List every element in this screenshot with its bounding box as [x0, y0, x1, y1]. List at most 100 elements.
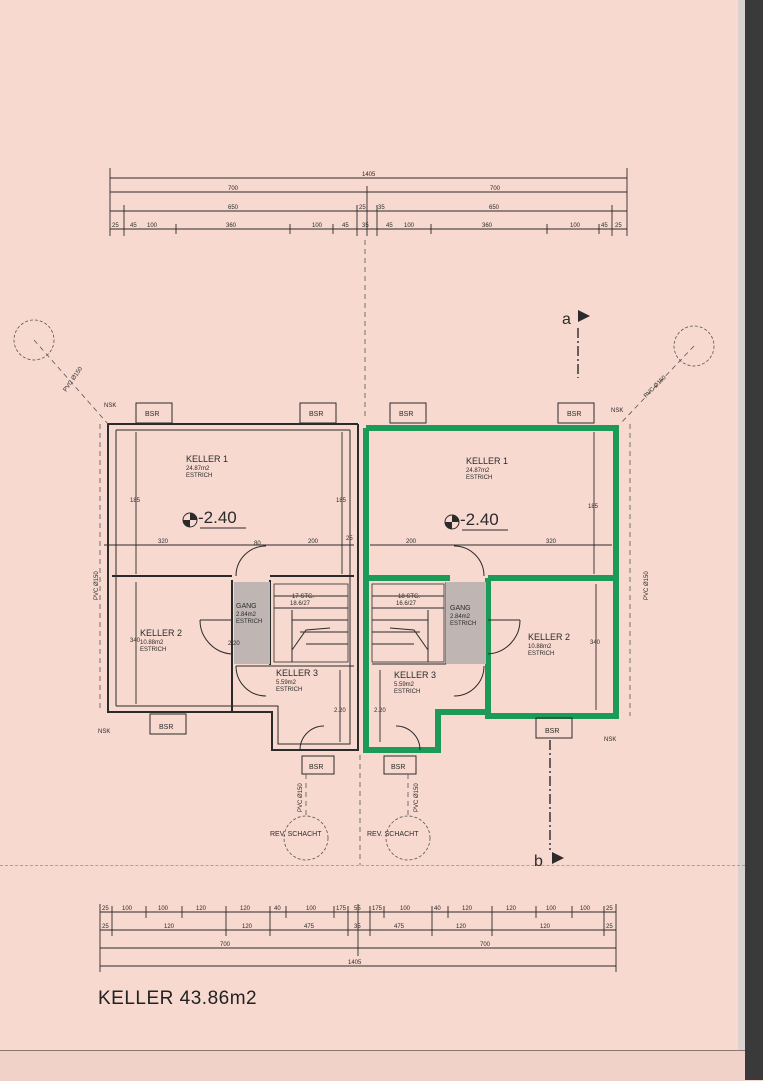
- bdim-r1-16: 25: [606, 906, 613, 912]
- gang-right-name: GANG: [450, 605, 471, 612]
- bdim-r1-1: 100: [122, 906, 133, 912]
- bdim-r1-3: 120: [196, 906, 207, 912]
- section-b-label: b: [534, 853, 543, 870]
- keller3-left-floor: ESTRICH: [276, 687, 302, 693]
- bdim-r2-6: 120: [456, 924, 467, 930]
- dim-h185-right: 185: [588, 504, 599, 510]
- nsk-label-bottom-left: NSK: [98, 729, 110, 735]
- rev-schacht-left: [283, 774, 329, 861]
- sheet-edge-strip: [738, 0, 745, 1080]
- bdim-r1-0: 25: [102, 906, 109, 912]
- section-a-label: a: [562, 311, 571, 328]
- rev-schacht-left-label: REV. SCHACHT: [270, 831, 322, 838]
- room-labels: KELLER 1 24.87m2 ESTRICH KELLER 1 24.87m…: [140, 454, 570, 695]
- dim-w320-left: 320: [158, 539, 169, 545]
- gang-right-fill: [446, 582, 486, 664]
- plan-title: KELLER 43.86m2: [98, 988, 258, 1009]
- bsr-markers: BSR BSR BSR BSR BSR BSR BSR BSR: [135, 402, 595, 775]
- top-dimension-chains: 1405 700 700 650 650 25 35 25 45 100 360…: [109, 168, 628, 236]
- bdim-r2-1: 120: [164, 924, 175, 930]
- bdim-r1-15: 100: [580, 906, 591, 912]
- bdim-r1-9: 175: [372, 906, 383, 912]
- floor-plan: 1405 700 700 650 650 25 35 25 45 100 360…: [13, 168, 715, 972]
- level-label-right: -2.40: [460, 510, 499, 529]
- keller1-right-name: KELLER 1: [466, 456, 508, 466]
- dim-row4-5: 45: [342, 223, 349, 229]
- bdim-r2-2: 120: [242, 924, 253, 930]
- pvc-label-bottom-right: PVC Ø150: [414, 783, 420, 812]
- dim-row4-2: 100: [147, 223, 158, 229]
- sheet-bottom-edge: [0, 1050, 745, 1081]
- bdim-half-right: 700: [480, 942, 491, 948]
- dim-row4-11: 45: [601, 223, 608, 229]
- level-label-left: -2.40: [198, 508, 237, 527]
- bdim-r1-11: 40: [434, 906, 441, 912]
- dim-row4-6: 35: [362, 223, 369, 229]
- nsk-label-top-right: NSK: [611, 408, 623, 414]
- bdim-r2-8: 25: [606, 924, 613, 930]
- stair-right-ratio: 16.6/27: [396, 601, 417, 607]
- dim-h185-mid: 185: [336, 498, 347, 504]
- bsr-label-5: BSR: [159, 724, 173, 731]
- nsk-label-top-left: NSK: [104, 403, 116, 409]
- bdim-r1-13: 120: [506, 906, 517, 912]
- interior-dimensions: 185 185 185 320 200 200 320 340 340 80 2…: [104, 432, 612, 742]
- keller2-right-floor: ESTRICH: [528, 651, 554, 657]
- drainage-left: [13, 319, 109, 712]
- dim-row4-3: 360: [226, 223, 237, 229]
- bsr-label-2: BSR: [309, 411, 323, 418]
- dim-row4-1: 45: [130, 223, 137, 229]
- keller1-right-area: 24.87m2: [466, 468, 490, 474]
- dim-door-b: 2.20: [228, 641, 240, 647]
- bsr-label-3: BSR: [399, 411, 413, 418]
- dim-row4-0: 25: [112, 223, 119, 229]
- bdim-r1-14: 100: [546, 906, 557, 912]
- keller2-right-area: 10.88m2: [528, 644, 552, 650]
- bottom-dimension-chains: 25 100 100 120 120 40 100 175 55 175 100…: [99, 904, 617, 972]
- fold-line: [0, 865, 745, 866]
- bdim-total: 1405: [348, 960, 362, 966]
- dim-half-left-top: 700: [228, 186, 239, 192]
- drainage-right: [619, 325, 715, 716]
- bdim-r2-5: 475: [394, 924, 405, 930]
- keller3-left-name: KELLER 3: [276, 668, 318, 678]
- bdim-r2-0: 25: [102, 924, 109, 930]
- bsr-label-1: BSR: [145, 411, 159, 418]
- keller3-right-area: 5.59m2: [394, 682, 415, 688]
- pvc-label-top-right: PVC Ø150: [643, 374, 668, 399]
- dim-h340-left: 340: [130, 638, 141, 644]
- keller3-right-name: KELLER 3: [394, 670, 436, 680]
- keller3-left-area: 5.59m2: [276, 680, 297, 686]
- bdim-r2-3: 475: [304, 924, 315, 930]
- dim-row4-8: 100: [404, 223, 415, 229]
- pvc-label-top-left: PVC Ø150: [63, 366, 85, 393]
- dim-door-a: 80: [254, 541, 261, 547]
- dim-w200-left: 200: [308, 539, 319, 545]
- pvc-label-right-side: PVC Ø150: [644, 571, 650, 600]
- bdim-half-left: 700: [220, 942, 231, 948]
- dim-inner-right-top: 650: [489, 205, 500, 211]
- pvc-label-left-side: PVC Ø150: [94, 571, 100, 600]
- keller2-left-floor: ESTRICH: [140, 647, 166, 653]
- dim-w25: 25: [346, 536, 353, 542]
- dim-mid-small-top: 25: [359, 205, 366, 211]
- dim-h220b: 2.20: [374, 708, 386, 714]
- stair-left-steps: 17 STG.: [292, 594, 315, 600]
- gang-left-floor: ESTRICH: [236, 619, 262, 625]
- dim-row4-9: 360: [482, 223, 493, 229]
- stair-left-ratio: 18.6/27: [290, 601, 311, 607]
- nsk-label-bottom-right: NSK: [604, 737, 616, 743]
- bdim-r2-4: 35: [354, 924, 361, 930]
- dim-row4-12: 25: [615, 223, 622, 229]
- bdim-r1-2: 100: [158, 906, 169, 912]
- dim-half-right-top: 700: [490, 186, 501, 192]
- level-marker-right: [444, 514, 508, 531]
- dim-total-top: 1405: [362, 172, 376, 178]
- rev-schacht-right-label: REV. SCHACHT: [367, 831, 419, 838]
- stair-left: [273, 583, 349, 663]
- level-marker-left: [182, 512, 246, 529]
- bdim-r1-6: 100: [306, 906, 317, 912]
- keller2-left-name: KELLER 2: [140, 628, 182, 638]
- keller2-left-area: 10.88m2: [140, 640, 164, 646]
- section-b-arrow-icon: [552, 852, 564, 864]
